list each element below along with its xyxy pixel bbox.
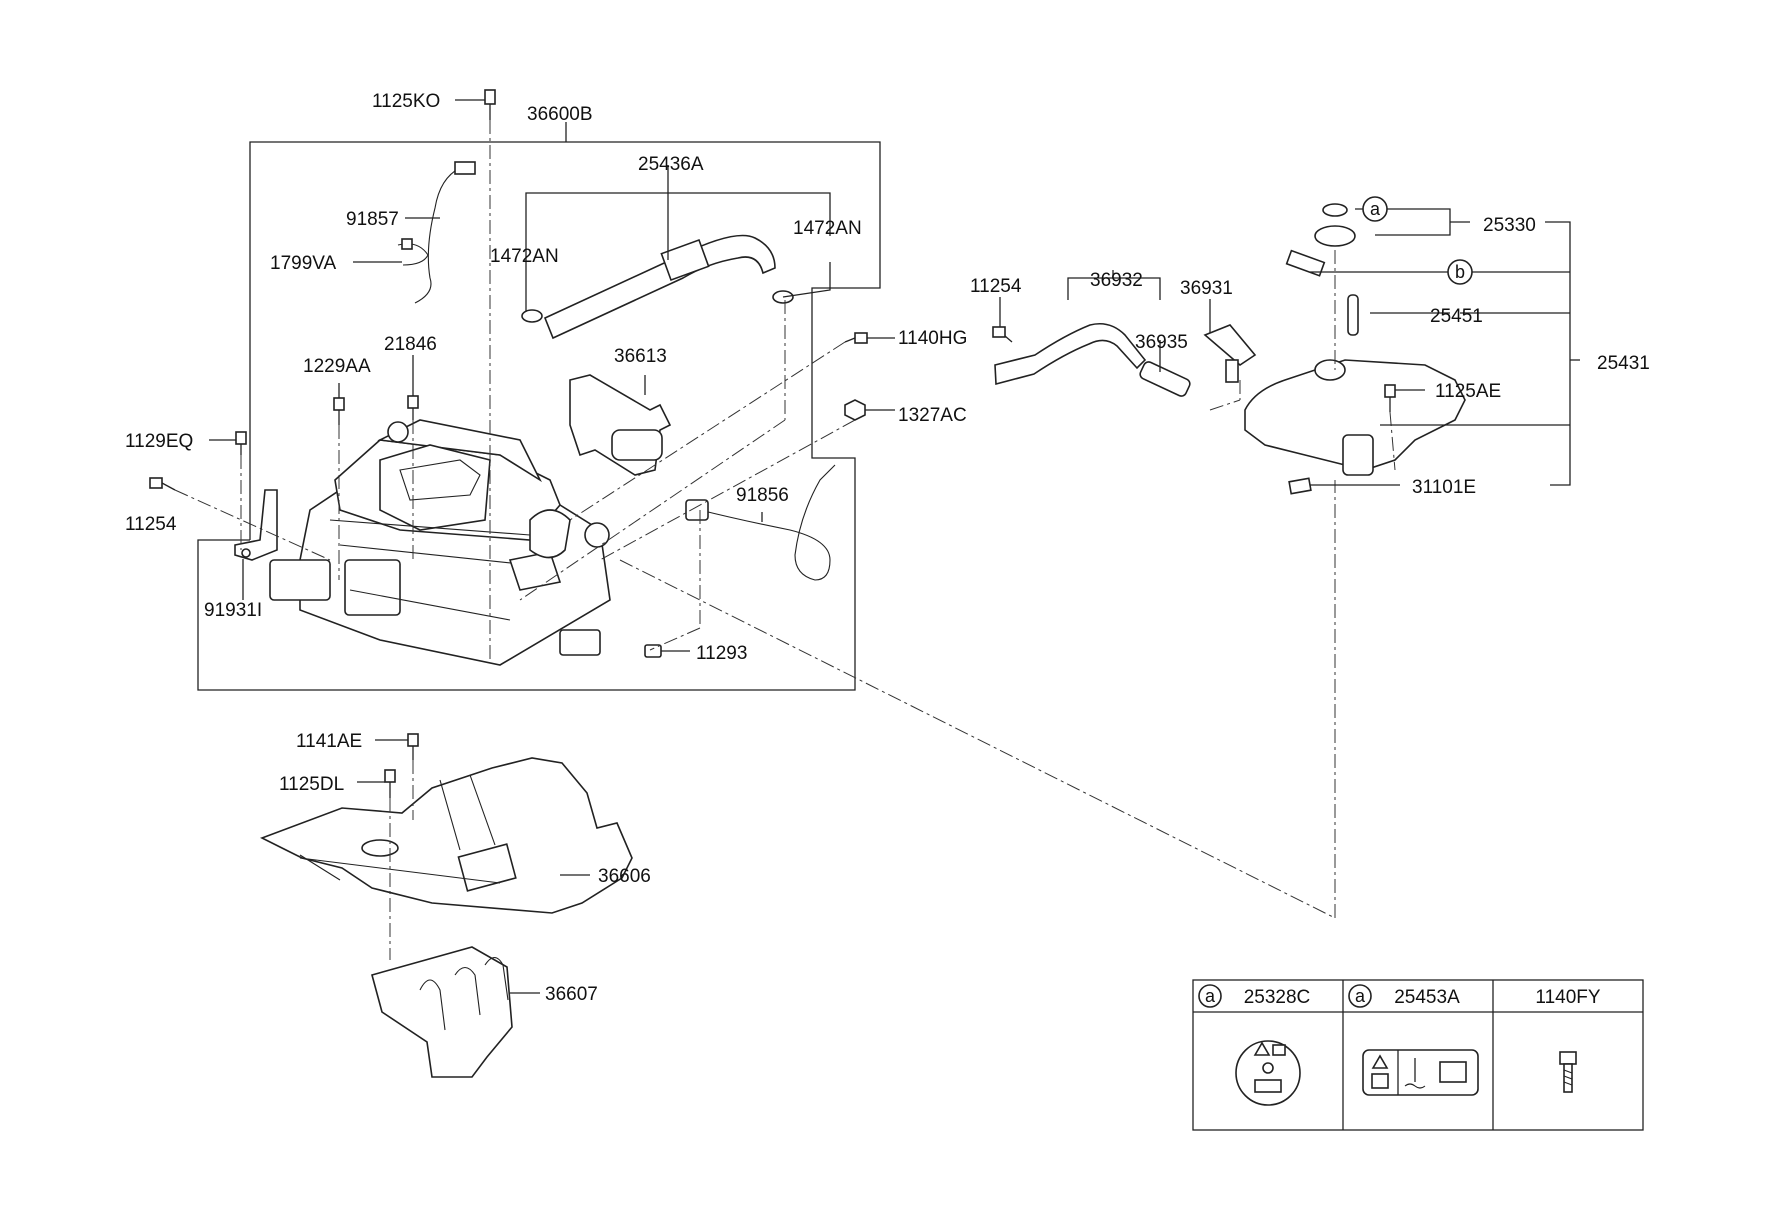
bolt-1141AE-icon — [407, 733, 419, 760]
label-91857: 91857 — [346, 209, 399, 230]
label-11254-left: 11254 — [125, 514, 177, 535]
label-1129EQ: 1129EQ — [125, 431, 193, 452]
assembly-lines — [174, 120, 1396, 960]
bolt-1125DL-icon — [384, 769, 396, 798]
bolt-21846-icon — [407, 395, 419, 420]
label-1327AC: 1327AC — [898, 405, 967, 426]
label-25451: 25451 — [1430, 306, 1483, 327]
label-91856: 91856 — [736, 485, 789, 506]
legend-table: a 25328C a 25453A — [1192, 979, 1644, 1131]
svg-text:a: a — [1370, 199, 1381, 219]
clamp-1472AN-left-icon — [521, 309, 543, 323]
bolt-11254-left-icon — [149, 477, 176, 491]
ref-circle-a: a — [1362, 196, 1388, 222]
label-36932: 36932 — [1090, 270, 1143, 291]
leader-lines — [209, 99, 1580, 994]
svg-text:b: b — [1455, 262, 1465, 282]
legend-col-1140FY: 1140FY — [1535, 987, 1601, 1093]
reservoir-tank-25431 — [1244, 249, 1466, 495]
label-36607: 36607 — [545, 984, 598, 1005]
label-36613: 36613 — [614, 346, 667, 367]
label-1472AN-right: 1472AN — [793, 218, 862, 239]
label-11293: 11293 — [696, 643, 747, 664]
label-1141AE: 1141AE — [296, 731, 362, 752]
bracket-36607 — [371, 946, 513, 1078]
label-25431: 25431 — [1597, 353, 1650, 374]
coolant-warning-label-icon — [1362, 1049, 1479, 1096]
bolt-icon — [1559, 1051, 1577, 1093]
bolt-1140HG-icon — [844, 332, 868, 344]
hose-25436A — [543, 234, 776, 340]
bolt-1125KO-icon — [484, 89, 496, 120]
svg-text:a: a — [1205, 986, 1216, 1006]
cable-91857 — [397, 161, 476, 304]
label-36935: 36935 — [1135, 332, 1188, 353]
bracket-91931I — [234, 489, 278, 561]
mount-bracket-36606 — [260, 757, 633, 914]
legend-col-25328C: a 25328C — [1198, 984, 1311, 1106]
label-1799VA: 1799VA — [270, 253, 337, 274]
svg-text:a: a — [1355, 986, 1366, 1006]
label-1140HG: 1140HG — [898, 328, 967, 349]
label-21846: 21846 — [384, 334, 437, 355]
pipe-36935 — [1139, 361, 1191, 397]
label-25436A: 25436A — [638, 154, 704, 175]
label-1125DL: 1125DL — [279, 774, 344, 795]
bolt-1125AE-icon — [1384, 384, 1396, 412]
hose-36932 — [994, 322, 1147, 386]
nut-1327AC-icon — [844, 399, 866, 421]
label-11254-right: 11254 — [970, 276, 1022, 297]
label-36931: 36931 — [1180, 278, 1233, 299]
label-31101E: 31101E — [1412, 477, 1476, 498]
inverter-assembly — [269, 419, 611, 666]
bracket-36613 — [569, 374, 672, 476]
bolt-1129EQ-icon — [235, 431, 247, 455]
legend-col-25453A: a 25453A — [1348, 984, 1479, 1096]
svg-text:1140FY: 1140FY — [1535, 987, 1600, 1008]
cap-25330 — [1314, 203, 1356, 247]
svg-text:25328C: 25328C — [1244, 987, 1311, 1008]
label-36600B: 36600B — [527, 104, 593, 125]
bolt-11254-right-icon — [992, 326, 1013, 343]
bolt-1229AA-icon — [333, 397, 345, 425]
label-1125AE: 1125AE — [1435, 381, 1501, 402]
label-1125KO: 1125KO — [372, 91, 440, 112]
label-1229AA: 1229AA — [303, 356, 371, 377]
cable-91856 — [685, 464, 836, 581]
assembly-frame-36600B — [197, 122, 881, 691]
connector-36931 — [1203, 324, 1257, 383]
label-36606: 36606 — [598, 866, 651, 887]
ref-circle-b: b — [1447, 259, 1473, 285]
label-25330: 25330 — [1483, 215, 1536, 236]
svg-text:25453A: 25453A — [1394, 987, 1460, 1008]
sensor-11293-icon — [644, 644, 662, 658]
label-1472AN-left: 1472AN — [490, 246, 559, 267]
label-91931I: 91931I — [204, 600, 262, 621]
warning-cap-label-icon — [1235, 1040, 1301, 1106]
callout-labels: 1125KO 36600B 25436A 91857 1799VA 1472AN… — [125, 91, 1650, 1005]
